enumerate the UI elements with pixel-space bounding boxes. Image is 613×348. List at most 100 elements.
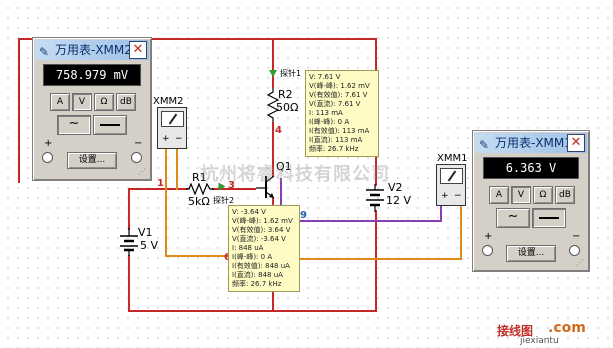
watermark: 杭州将睿科技有限公司 (200, 164, 390, 185)
wire-left-vertical (18, 38, 20, 183)
pin-icon: ✎ (39, 45, 50, 59)
wire-r2-to-collector (272, 122, 274, 177)
xmm2-db-button[interactable]: dB (116, 93, 136, 111)
xmm2-plus-terminal[interactable] (42, 152, 53, 163)
xmm1-display: 6.363 V (483, 157, 579, 179)
xmm1-titlebar[interactable]: ✎ 万用表-XMM1 ✕ (475, 133, 587, 153)
wire-right-bottom (375, 210, 377, 312)
site-logo-sub: jiexiantu (520, 336, 559, 346)
site-logo-domain: .com (548, 320, 586, 336)
xmm2-settings-button[interactable]: 设置... (67, 152, 117, 169)
dc-line-icon (539, 217, 559, 219)
probe2-i: I: 848 uA (232, 244, 264, 252)
battery-v2 (366, 184, 384, 212)
probe1-v: V: 7.61 V (309, 73, 341, 81)
wire-r1-to-base (212, 188, 256, 190)
probe2-label: 探针2 (213, 196, 235, 205)
xmm1-title: 万用表-XMM1 (495, 136, 572, 150)
xmm2-plus: + (162, 134, 170, 144)
probe2-vpp: V(峰-峰): 1.62 mV (232, 217, 293, 225)
resize-grip-icon[interactable]: ⋰ (576, 258, 584, 267)
node-9: 9 (300, 210, 307, 221)
wire-top (18, 38, 376, 40)
wire-node9-up (440, 205, 442, 222)
xmm2-titlebar[interactable]: ✎ 万用表-XMM2 ✕ (35, 40, 149, 60)
probe1-vrms: V(有效值): 7.61 V (309, 91, 368, 99)
probe1-readout: V: 7.61 V V(峰-峰): 1.62 mV V(有效值): 7.61 V… (305, 70, 379, 157)
r2-value: 50Ω (276, 101, 299, 114)
multimeter-xmm2-window[interactable]: ✎ 万用表-XMM2 ✕ 758.979 mV A V Ω dB ∼ + − 设… (32, 37, 152, 181)
close-icon[interactable]: ✕ (129, 41, 147, 59)
v1-name: V1 (138, 226, 153, 239)
xmm1-ohms-button[interactable]: Ω (533, 186, 553, 204)
probe1-vdc: V(直流): 7.61 V (309, 100, 361, 108)
pin-icon: ✎ (479, 138, 490, 152)
wire-collector-purple (280, 178, 282, 222)
resistor-r2 (267, 88, 279, 122)
xmm2-volts-button[interactable]: V (72, 93, 92, 111)
xmm1-ac-button[interactable]: ∼ (496, 208, 530, 228)
xmm1-volts-button[interactable]: V (511, 186, 531, 204)
r2-name: R2 (278, 88, 293, 101)
xmm1-symbol[interactable]: + − (436, 164, 466, 206)
xmm1-minus-label: − (572, 231, 581, 242)
xmm2-minus-label: − (134, 138, 143, 149)
xmm2-dc-button[interactable] (93, 115, 127, 135)
xmm1-plus-terminal[interactable] (482, 245, 493, 256)
wire-r2-top (272, 38, 274, 88)
wire-bottom (128, 310, 376, 312)
v2-name: V2 (388, 181, 403, 194)
xmm2-ohms-button[interactable]: Ω (94, 93, 114, 111)
transistor-q1 (256, 175, 275, 199)
ac-wave-icon: ∼ (507, 209, 519, 224)
xmm2-symbol[interactable]: + − (157, 107, 187, 149)
xmm1-meter-face (440, 168, 463, 184)
probe2-ipp: I(峰-峰): 0 A (232, 253, 273, 261)
probe2-freq: 频率: 26.7 kHz (232, 280, 282, 288)
xmm2-minus: − (175, 134, 183, 144)
multimeter-xmm1-window[interactable]: ✎ 万用表-XMM1 ✕ 6.363 V A V Ω dB ∼ + − 设置..… (472, 130, 590, 272)
xmm1-db-button[interactable]: dB (555, 186, 575, 204)
probe2-v: V: -3.64 V (232, 208, 266, 216)
probe1-label: 探针1 (280, 69, 302, 78)
probe1-irms: I(有效值): 113 mA (309, 127, 370, 135)
site-logo-text: 接线图 (497, 324, 534, 338)
xmm1-minus-terminal[interactable] (569, 245, 580, 256)
v1-value: 5 V (140, 239, 159, 252)
battery-v1 (120, 228, 138, 256)
probe1-arrow-icon (269, 70, 277, 77)
probe1-freq: 频率: 26.7 kHz (309, 145, 359, 153)
probe1-vpp: V(峰-峰): 1.62 mV (309, 82, 370, 90)
wire-node9 (280, 220, 442, 222)
v2-value: 12 V (386, 194, 412, 207)
wire-xmm2-down (165, 148, 167, 256)
q1-label: Q1 (276, 160, 292, 173)
xmm1-plus-label: + (484, 231, 493, 242)
wire-v1-bottom (128, 255, 130, 311)
xmm1-plus: + (441, 191, 449, 201)
close-icon[interactable]: ✕ (567, 134, 585, 152)
xmm2-amps-button[interactable]: A (50, 93, 70, 111)
wire-orange-base (176, 148, 178, 190)
xmm2-ac-button[interactable]: ∼ (57, 115, 91, 135)
probe2-idc: I(直流): 848 uA (232, 271, 283, 279)
resistor-r1 (186, 183, 214, 195)
xmm1-symbol-label: XMM1 (437, 153, 468, 164)
wire-xmm1-orange-up (460, 205, 462, 260)
xmm1-dc-button[interactable] (532, 208, 566, 228)
xmm2-minus-terminal[interactable] (131, 152, 142, 163)
xmm2-meter-face (161, 111, 184, 127)
wire-v2-top (375, 178, 377, 186)
xmm2-symbol-label: XMM2 (153, 96, 184, 107)
resize-grip-icon[interactable]: ⋰ (138, 167, 146, 176)
probe2-irms: I(有效值): 848 uA (232, 262, 290, 270)
probe1-i: I: 113 mA (309, 109, 343, 117)
xmm2-plus-label: + (44, 138, 53, 149)
xmm2-display: 758.979 mV (43, 64, 141, 86)
node-3: 3 (228, 180, 235, 191)
r1-value: 5kΩ (188, 195, 210, 208)
xmm1-settings-button[interactable]: 设置... (506, 245, 556, 262)
probe1-idc: I(直流): 113 mA (309, 136, 363, 144)
xmm1-amps-button[interactable]: A (489, 186, 509, 204)
node-1: 1 (157, 178, 164, 189)
